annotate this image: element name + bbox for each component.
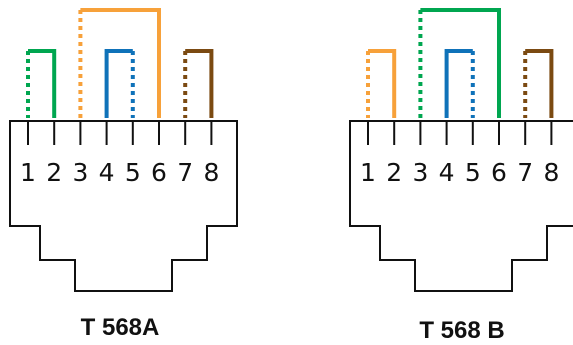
wire-brown-solid <box>185 49 214 118</box>
pin-number: 5 <box>465 158 481 187</box>
wire-pair-green <box>418 8 501 118</box>
standard-caption: T 568 B <box>419 317 504 344</box>
pin-number: 1 <box>20 158 36 187</box>
standard-caption: T 568A <box>81 314 160 341</box>
wire-pair-blue <box>104 49 135 118</box>
pin-number: 1 <box>360 158 376 187</box>
pin-number: 2 <box>386 158 402 187</box>
wire-orange-solid <box>80 8 161 118</box>
pin-number: 8 <box>543 158 559 187</box>
wire-pair-orange <box>366 49 397 118</box>
wire-blue-solid <box>104 49 133 118</box>
pin-number: 4 <box>99 158 115 187</box>
wire-pair-brown <box>523 49 554 118</box>
pin-number: 6 <box>151 158 167 187</box>
wire-green-solid <box>420 8 501 118</box>
pin-number: 8 <box>203 158 219 187</box>
pin-number: 5 <box>125 158 141 187</box>
wire-pair-orange <box>78 8 161 118</box>
wire-pair-blue <box>444 49 475 118</box>
wire-green-solid <box>28 49 57 118</box>
connector-outline <box>9 120 238 292</box>
pin-number: 4 <box>439 158 455 187</box>
connector-outline <box>349 120 573 292</box>
pin-number: 3 <box>412 158 428 187</box>
pin-number: 7 <box>177 158 193 187</box>
pin-number: 2 <box>46 158 62 187</box>
pin-number: 7 <box>517 158 533 187</box>
wire-pair-brown <box>183 49 214 118</box>
wire-brown-solid <box>525 49 554 118</box>
wire-pair-green <box>26 49 57 118</box>
pin-number: 3 <box>72 158 88 187</box>
wire-orange-solid <box>368 49 397 118</box>
wire-blue-solid <box>444 49 473 118</box>
pin-number: 6 <box>491 158 507 187</box>
